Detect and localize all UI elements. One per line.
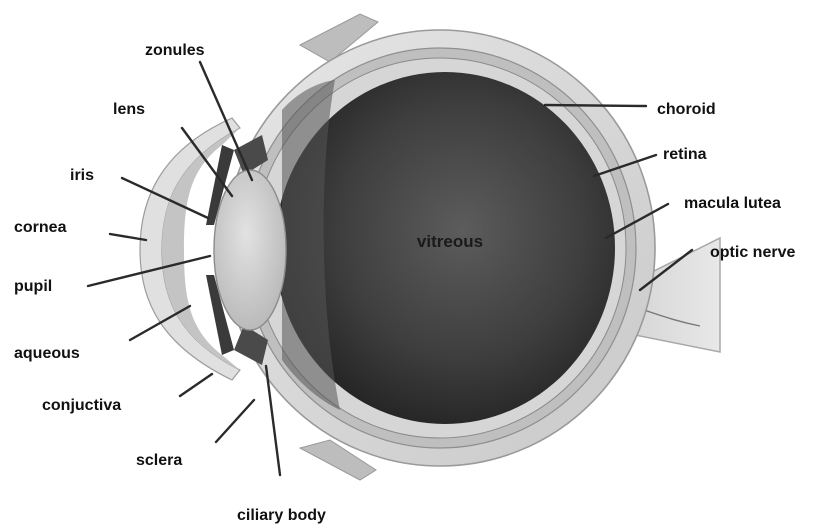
retina-label: retina [663, 146, 707, 163]
ciliary-body-label: ciliary body [237, 507, 326, 524]
zonules-label: zonules [145, 42, 205, 59]
vitreous-label: vitreous [417, 232, 483, 251]
iris-label: iris [70, 167, 94, 184]
lens-label: lens [113, 101, 145, 118]
optic-nerve-label: optic nerve [710, 244, 795, 261]
pupil-label: pupil [14, 278, 52, 295]
sclera-label: sclera [136, 452, 182, 469]
aqueous-label: aqueous [14, 345, 80, 362]
conjuctiva-leader [180, 374, 212, 396]
cornea-label: cornea [14, 219, 67, 236]
choroid-label: choroid [657, 101, 716, 118]
lens-shape [214, 170, 286, 330]
conjuctiva-label: conjuctiva [42, 397, 121, 414]
macula-lutea-label: macula lutea [684, 195, 781, 212]
choroid-leader [545, 105, 646, 106]
sclera-leader [216, 400, 254, 442]
